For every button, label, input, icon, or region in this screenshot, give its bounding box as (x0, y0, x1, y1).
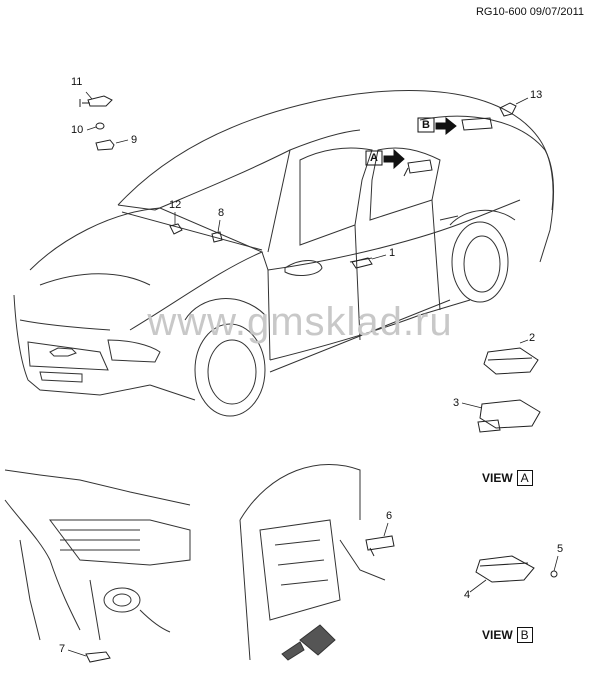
part-8 (212, 232, 222, 242)
part-2 (484, 348, 538, 374)
view-a-arrow (384, 150, 404, 168)
callout-1: 1 (389, 247, 396, 259)
callout-13: 13 (530, 89, 543, 101)
view-a-module (404, 160, 432, 176)
view-marker-a: A (370, 152, 378, 164)
callout-3: 3 (453, 397, 460, 409)
part-3 (478, 400, 540, 432)
callout-6: 6 (386, 510, 393, 522)
part-7 (86, 652, 110, 662)
view-marker-b: B (422, 119, 430, 131)
car-illustration (14, 91, 554, 416)
callout-7: 7 (59, 643, 66, 655)
callout-11: 11 (71, 76, 83, 88)
view-b-label-text: VIEW (482, 628, 513, 642)
part-10 (96, 123, 104, 129)
diagram-reference: RG10-600 09/07/2011 (475, 6, 584, 18)
callout-5: 5 (557, 543, 564, 555)
part-1 (352, 258, 372, 268)
part-6 (366, 536, 394, 556)
key-fob-part-11 (80, 96, 112, 107)
view-b-arrow (436, 118, 456, 134)
part-4 (476, 556, 534, 582)
view-b-label-letter: B (516, 627, 533, 643)
part-12 (170, 224, 182, 234)
view-b-module (462, 118, 492, 130)
view-a-label-text: VIEW (482, 471, 513, 485)
callout-2: 2 (529, 332, 536, 344)
pillar-section-illustration (240, 464, 385, 660)
part-13 (500, 103, 516, 116)
watermark: www.gmsklad.ru (147, 300, 453, 344)
callout-9: 9 (131, 134, 138, 146)
dash-section-illustration (5, 470, 190, 640)
callout-10: 10 (71, 124, 84, 136)
callout-4: 4 (464, 589, 471, 601)
part-5 (551, 571, 557, 577)
part-9 (96, 140, 114, 150)
view-a-label-letter: A (516, 470, 533, 486)
callout-8: 8 (218, 207, 225, 219)
callout-12: 12 (169, 199, 182, 211)
